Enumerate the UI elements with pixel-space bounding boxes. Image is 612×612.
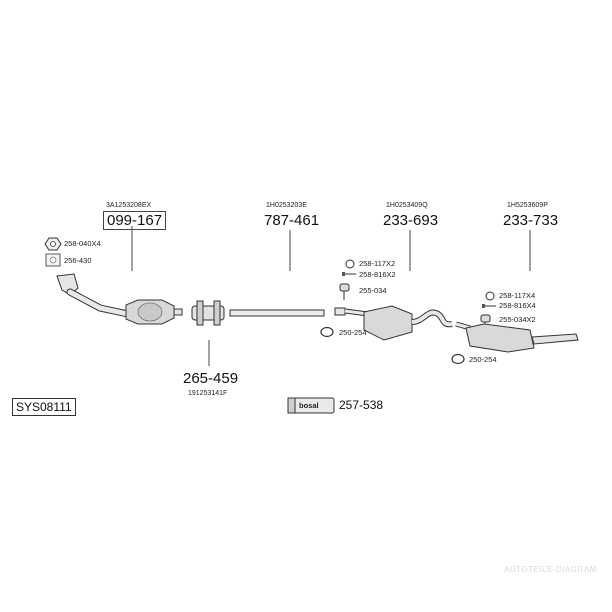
front-nut-icon bbox=[44, 237, 62, 251]
rear-muffler-icon bbox=[455, 321, 579, 353]
mid-pipe-part-number[interactable]: 787-461 bbox=[264, 212, 320, 229]
rear-clamp-label[interactable]: 250-254 bbox=[469, 355, 497, 364]
front-gasket-icon bbox=[45, 253, 61, 267]
watermark: AUTOTEILE-DIAGRAM bbox=[504, 565, 597, 574]
center-muffler-part-number[interactable]: 233-693 bbox=[383, 212, 439, 229]
center-clamp-label[interactable]: 250-254 bbox=[339, 328, 367, 337]
center-bolt-label[interactable]: 258-816X2 bbox=[359, 270, 396, 279]
system-code: SYS08111 bbox=[12, 398, 76, 416]
front-pipe-oem-code: 3A1253208EX bbox=[106, 202, 152, 209]
rear-muffler-part-number[interactable]: 233-733 bbox=[503, 212, 559, 229]
mid-pipe-oem-code: 1H0253203E bbox=[266, 202, 307, 209]
mid-pipe-icon bbox=[229, 309, 325, 317]
center-clamp-icon bbox=[320, 326, 334, 338]
paste-tube-icon bbox=[287, 397, 335, 414]
clamp-icon bbox=[191, 300, 225, 326]
front-nut-label[interactable]: 258-040X4 bbox=[64, 239, 101, 248]
clamp-part-number[interactable]: 265-459 bbox=[183, 370, 239, 387]
front-pipe-catalyst-icon bbox=[56, 273, 183, 325]
clamp-oem-code: 191253141F bbox=[188, 390, 228, 397]
rear-clamp-icon bbox=[451, 353, 465, 365]
rear-bolt-label[interactable]: 258-816X4 bbox=[499, 301, 536, 310]
center-muffler-oem-code: 1H0253409Q bbox=[386, 202, 428, 209]
rear-hanger-label[interactable]: 255-034X2 bbox=[499, 315, 536, 324]
paste-part-number[interactable]: 257-538 bbox=[339, 398, 384, 412]
front-gasket-label[interactable]: 256-430 bbox=[64, 256, 92, 265]
front-pipe-part-number[interactable]: 099-167 bbox=[103, 211, 167, 230]
center-ring-icon bbox=[345, 259, 355, 269]
rear-bolt-icon bbox=[482, 304, 496, 308]
center-ring-label[interactable]: 258-117X2 bbox=[359, 259, 396, 268]
rear-ring-icon bbox=[485, 291, 495, 301]
center-hanger-icon bbox=[339, 283, 350, 300]
rear-muffler-oem-code: 1H5253609P bbox=[507, 202, 548, 209]
center-hanger-label[interactable]: 255-034 bbox=[359, 286, 387, 295]
center-muffler-icon bbox=[334, 305, 453, 341]
brand-label: bosal bbox=[299, 401, 319, 410]
center-bolt-icon bbox=[342, 272, 356, 276]
rear-ring-label[interactable]: 258-117X4 bbox=[499, 291, 536, 300]
